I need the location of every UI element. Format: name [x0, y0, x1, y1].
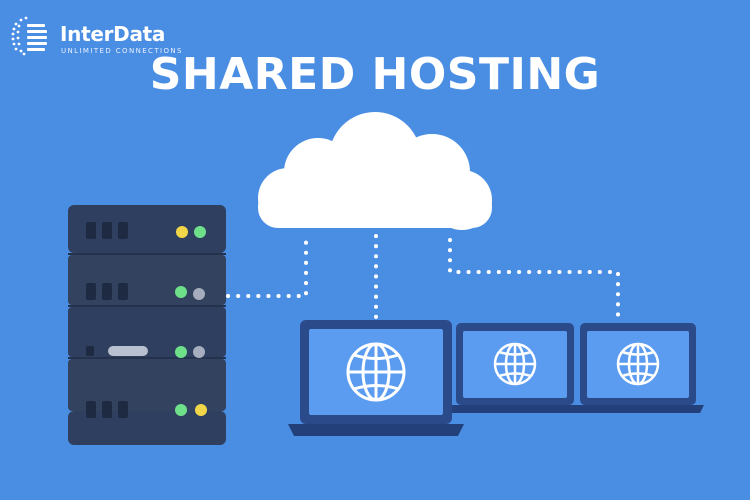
- globe-icon: [616, 342, 660, 386]
- globe-icon: [493, 342, 537, 386]
- brand-logo: InterData UNLIMITED CONNECTIONS: [10, 10, 190, 64]
- connection-lines: [226, 234, 620, 320]
- brand-tagline: UNLIMITED CONNECTIONS: [61, 47, 183, 55]
- server-rack-icon: [68, 205, 226, 445]
- laptop-icon: [448, 323, 582, 413]
- laptop-icon: [288, 320, 464, 436]
- laptop-icon: [572, 323, 704, 413]
- cloud-icon: [258, 112, 492, 230]
- logo-icon: [11, 16, 47, 56]
- brand-name: InterData: [60, 22, 166, 46]
- globe-icon: [346, 342, 406, 402]
- page-title: SHARED HOSTING: [149, 49, 601, 100]
